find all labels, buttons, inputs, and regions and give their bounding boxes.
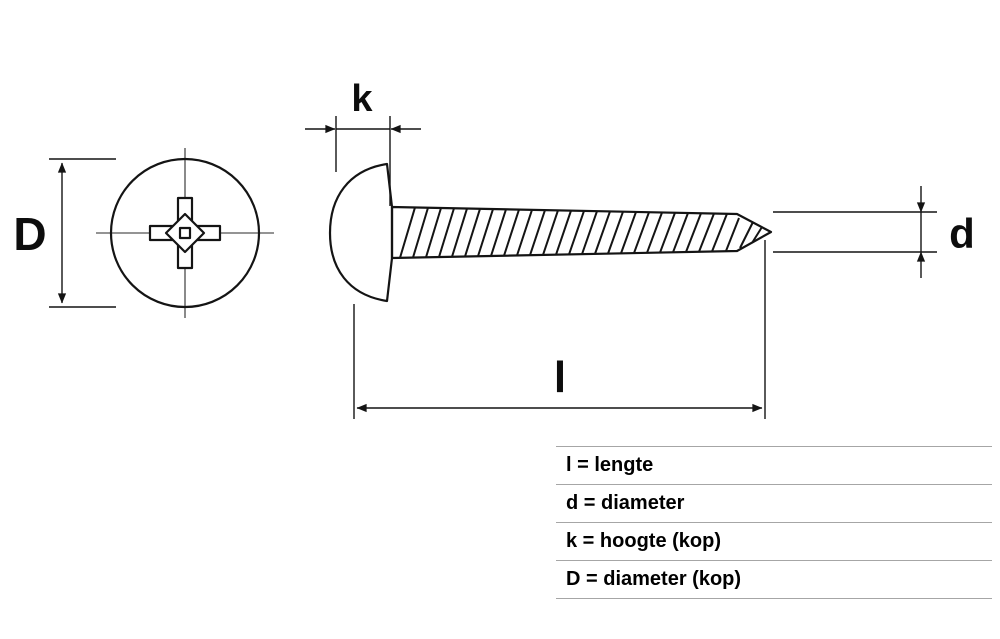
phillips-recess xyxy=(148,196,222,270)
dimension-label-D: D xyxy=(13,208,46,260)
thread-hatching xyxy=(399,207,763,259)
dimension-label-l: l xyxy=(554,353,566,402)
front-view xyxy=(96,148,274,318)
dimension-label-k: k xyxy=(351,78,373,120)
legend-text-k: k = hoogte (kop) xyxy=(566,530,721,552)
legend-row: k = hoogte (kop) xyxy=(556,522,992,560)
phillips-center-square xyxy=(178,226,192,240)
legend-row: l = lengte xyxy=(556,446,992,484)
screw-head-profile xyxy=(328,162,394,303)
head-outline-circle xyxy=(109,157,261,309)
dimension-D: D xyxy=(13,158,116,308)
legend-row: d = diameter xyxy=(556,484,992,522)
dimension-d: d xyxy=(773,186,975,278)
legend-row: D = diameter (kop) xyxy=(556,560,992,598)
dimension-label-d: d xyxy=(949,210,975,257)
dimension-k: k xyxy=(305,78,421,206)
legend-text-l: l = lengte xyxy=(566,454,654,476)
side-view xyxy=(328,162,773,303)
dimension-l: l xyxy=(353,240,766,419)
legend-text-d: d = diameter xyxy=(566,492,685,514)
legend-table: l = lengte d = diameter k = hoogte (kop)… xyxy=(556,446,992,599)
legend-text-D: D = diameter (kop) xyxy=(566,568,742,590)
